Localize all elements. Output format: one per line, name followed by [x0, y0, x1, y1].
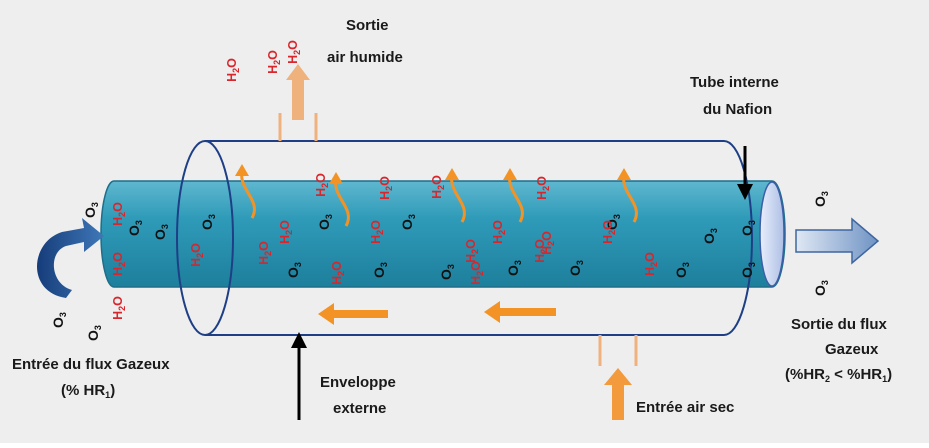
- water-migration-arrowhead: [235, 164, 249, 176]
- water-molecule-label: H2O: [540, 231, 556, 255]
- water-molecule-label: H2O: [266, 50, 282, 74]
- label-entree-flux: Entrée du flux Gazeux (% HR1): [12, 356, 170, 400]
- ozone-molecule-label: O3: [50, 312, 68, 328]
- water-molecule-label: H2O: [225, 58, 241, 82]
- water-migration-arrowhead: [445, 168, 459, 180]
- ozone-molecule-label: O3: [285, 262, 303, 278]
- ozone-molecule-label: O3: [126, 220, 144, 236]
- water-molecule-label: H2O: [189, 243, 205, 267]
- ozone-molecule-label: O3: [739, 220, 757, 236]
- label-sortie-air-humide: Sortie air humide: [327, 17, 403, 66]
- ozone-molecule-label: O3: [438, 264, 456, 280]
- water-migration-arrowhead: [503, 168, 517, 180]
- water-molecule-label: H2O: [369, 220, 385, 244]
- water-molecule-label: H2O: [111, 252, 127, 276]
- humid-air-outlet-arrow: [286, 64, 310, 120]
- ozone-molecule-label: O3: [399, 214, 417, 230]
- water-molecule-label: H2O: [491, 220, 507, 244]
- water-migration-arrowhead: [329, 172, 343, 184]
- water-molecule-label: H2O: [330, 261, 346, 285]
- humid-air-outlet-port: [278, 113, 318, 141]
- water-molecule-label: H2O: [643, 252, 659, 276]
- water-molecule-label: H2O: [257, 241, 273, 265]
- dry-air-inlet-arrow: [604, 368, 632, 420]
- water-migration-arrowhead: [617, 168, 631, 180]
- label-tube-interne-line2: du Nafion: [703, 101, 772, 118]
- label-sortie-flux-line1: Sortie du flux: [791, 316, 887, 333]
- label-entree-air-sec: Entrée air sec: [636, 399, 734, 416]
- water-molecule-label: H2O: [464, 239, 480, 263]
- ozone-molecule-label: O3: [567, 260, 585, 276]
- water-molecule-label: H2O: [314, 173, 330, 197]
- water-molecule-label: H2O: [535, 176, 551, 200]
- ozone-molecule-label: O3: [673, 262, 691, 278]
- ozone-molecule-label: O3: [152, 224, 170, 240]
- water-molecule-label: H2O: [378, 176, 394, 200]
- water-molecule-label: H2O: [430, 175, 446, 199]
- label-tube-interne-line1: Tube interne: [690, 74, 779, 91]
- label-tube-interne: Tube interne du Nafion: [690, 74, 779, 118]
- water-molecule-label: H2O: [601, 220, 617, 244]
- ozone-molecule-label: O3: [812, 191, 830, 207]
- ozone-molecule-label: O3: [812, 280, 830, 296]
- label-sortie-line2: air humide: [327, 49, 403, 66]
- envelope-right-end: [723, 140, 753, 336]
- water-molecule-label: H2O: [469, 261, 485, 285]
- ozone-molecule-label: O3: [316, 214, 334, 230]
- water-molecule-label: H2O: [278, 220, 294, 244]
- ozone-molecule-label: O3: [739, 262, 757, 278]
- gas-inlet-curved-arrow: [37, 218, 104, 298]
- label-sortie-line1: Sortie: [346, 17, 389, 34]
- counterflow-arrow-right: [484, 301, 556, 323]
- water-molecule-label: H2O: [286, 40, 302, 64]
- envelope-left-end: [176, 140, 234, 336]
- water-molecule-label: H2O: [111, 296, 127, 320]
- ozone-molecule-label: O3: [371, 262, 389, 278]
- label-sortie-flux-line2: Gazeux: [825, 341, 879, 358]
- nafion-inner-tube: [100, 180, 786, 288]
- tube-outlet-end: [759, 181, 785, 287]
- water-molecule-label: H2O: [533, 239, 549, 263]
- label-enveloppe-externe: Enveloppe externe: [320, 374, 396, 417]
- counterflow-arrow-left: [318, 303, 388, 325]
- water-molecule-label: H2O: [111, 202, 127, 226]
- label-entree-flux-line1: Entrée du flux Gazeux: [12, 356, 170, 373]
- outer-envelope: [176, 140, 753, 336]
- ozone-molecule-label: O3: [82, 202, 100, 218]
- ozone-molecule-label: O3: [85, 325, 103, 341]
- label-entree-air-sec-text: Entrée air sec: [636, 399, 734, 416]
- enveloppe-pointer-arrow: [291, 332, 307, 420]
- tube-interne-pointer-arrow: [737, 146, 753, 200]
- gas-outlet-arrow: [795, 217, 880, 265]
- label-entree-flux-line2: (% HR1): [61, 382, 115, 400]
- dry-air-inlet-port: [598, 335, 638, 366]
- ozone-molecule-label: O3: [505, 260, 523, 276]
- label-enveloppe-line1: Enveloppe: [320, 374, 396, 391]
- ozone-molecule-label: O3: [701, 228, 719, 244]
- ozone-molecule-label: O3: [199, 214, 217, 230]
- ozone-molecule-label: O3: [604, 214, 622, 230]
- label-enveloppe-line2: externe: [333, 400, 386, 417]
- label-sortie-flux-line3: (%HR2 < %HR1): [785, 366, 892, 384]
- water-migration-arrows: [235, 164, 638, 227]
- label-sortie-flux: Sortie du flux Gazeux (%HR2 < %HR1): [785, 316, 892, 384]
